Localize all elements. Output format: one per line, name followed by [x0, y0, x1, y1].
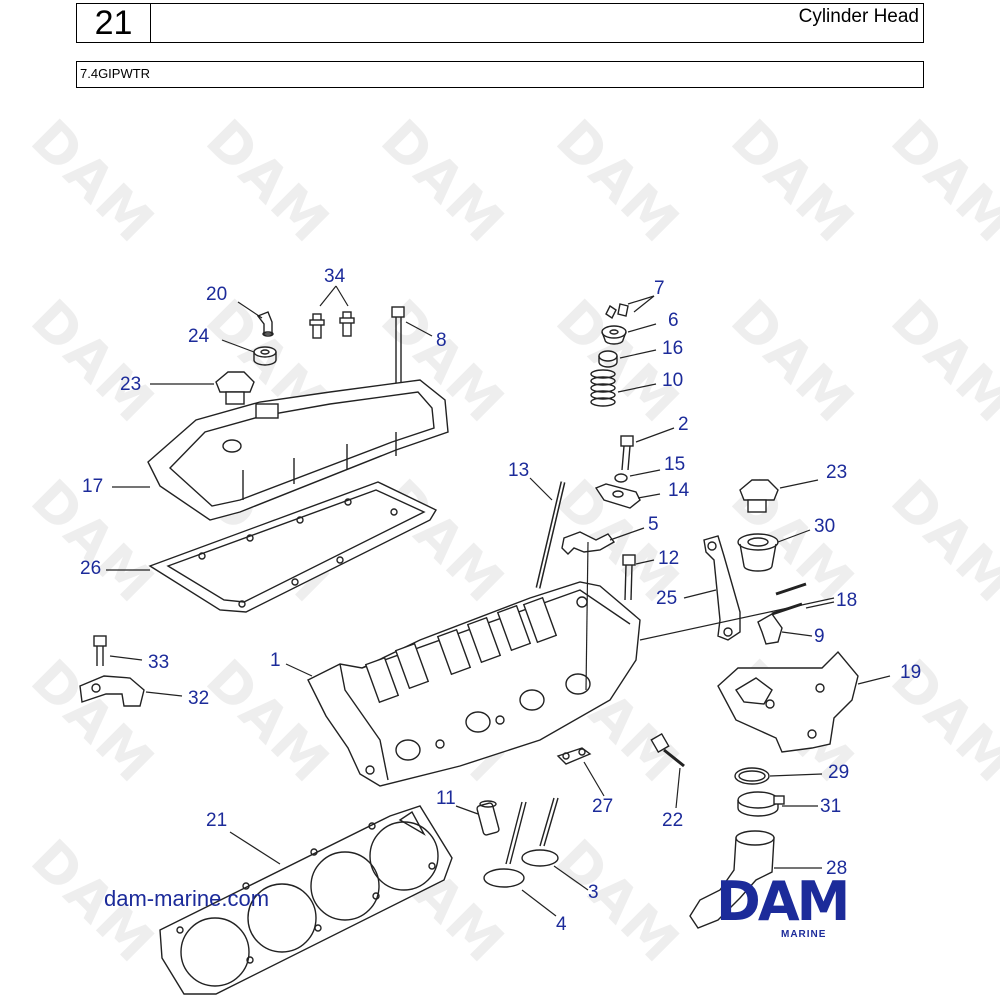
part-19-plate [717, 650, 859, 753]
callout-22: 22 [662, 810, 683, 831]
callout-1: 1 [270, 650, 281, 671]
part-23-oil-cap [215, 371, 255, 405]
part-11-lifter [476, 800, 500, 836]
part-22-sensor [650, 732, 685, 768]
callout-23: 23 [120, 374, 141, 395]
part-34-fittings [309, 311, 355, 339]
callout-18: 18 [836, 590, 857, 611]
callout-11: 11 [436, 788, 456, 809]
part-16-seal [598, 350, 618, 368]
callout-31: 31 [820, 796, 841, 817]
part-28-elbow-hose [689, 830, 775, 929]
callout-12: 12 [658, 548, 679, 569]
callout-7: 7 [654, 278, 665, 299]
part-21-head-gasket [159, 805, 453, 995]
part-12-head-bolt [622, 554, 636, 601]
callout-2: 2 [678, 414, 689, 435]
part-18-bolts [771, 582, 807, 616]
site-url: dam-marine.com [104, 886, 270, 911]
callout-29: 29 [828, 762, 849, 783]
part-3-valve [521, 797, 559, 867]
callout-20: 20 [206, 284, 227, 305]
part-10-valve-spring [590, 369, 616, 407]
callout-34: 34 [324, 266, 346, 287]
model-code: 7.4GIPWTR [80, 66, 151, 81]
header-box: 21 Cylinder Head [76, 3, 924, 43]
part-33-bolt [93, 635, 107, 666]
part-17-valve-cover [147, 379, 449, 521]
part-23-cap [739, 479, 779, 513]
part-32-clamp [79, 675, 145, 707]
part-24-grommet [253, 346, 277, 366]
callouts: 20 34 24 8 23 7 6 16 10 2 13 15 14 17 5 … [80, 266, 921, 935]
part-31-hose-clamp [737, 791, 785, 817]
callout-23: 23 [826, 462, 847, 483]
dam-marine-logo: DAM [716, 872, 850, 933]
callout-4: 4 [556, 914, 567, 935]
callout-28: 28 [826, 858, 847, 879]
callout-21: 21 [206, 810, 227, 831]
callout-30: 30 [814, 516, 835, 537]
callout-14: 14 [668, 480, 690, 501]
callout-8: 8 [436, 330, 447, 351]
callout-6: 6 [668, 310, 679, 331]
part-2-rocker-stud [620, 435, 634, 471]
part-27-link-gasket [556, 747, 592, 765]
logo-text: DAM [716, 872, 847, 933]
part-25-lifting-bracket [703, 535, 741, 641]
callout-26: 26 [80, 558, 101, 579]
callout-27: 27 [592, 796, 613, 817]
callout-3: 3 [588, 882, 599, 903]
callout-10: 10 [662, 370, 683, 391]
callout-24: 24 [188, 326, 210, 347]
callout-25: 25 [656, 588, 677, 609]
part-20-vent-elbow [256, 311, 274, 337]
part-30-filler-neck [737, 533, 779, 572]
callout-33: 33 [148, 652, 169, 673]
leader-lines [106, 285, 891, 917]
part-4-valve [483, 801, 527, 888]
part-6-retainer [601, 325, 627, 345]
callout-15: 15 [664, 454, 685, 475]
logo-subtitle: MARINE [781, 929, 827, 940]
page-title: Cylinder Head [798, 6, 919, 27]
model-box: 7.4GIPWTR [76, 61, 924, 88]
page-number: 21 [77, 4, 151, 42]
callout-19: 19 [900, 662, 921, 683]
part-7-valve-keepers [605, 303, 629, 320]
part-9-bracket [757, 613, 783, 645]
callout-13: 13 [508, 460, 529, 481]
part-14-rocker-arm [594, 483, 641, 509]
part-15-nut [614, 473, 628, 483]
callout-9: 9 [814, 626, 825, 647]
part-13-pushrod [535, 481, 566, 589]
callout-32: 32 [188, 688, 209, 709]
part-26-gasket [148, 481, 437, 613]
part-1-cylinder-head [307, 581, 641, 787]
part-29-o-ring [734, 767, 770, 785]
callout-5: 5 [648, 514, 659, 535]
callout-16: 16 [662, 338, 683, 359]
callout-17: 17 [82, 476, 103, 497]
